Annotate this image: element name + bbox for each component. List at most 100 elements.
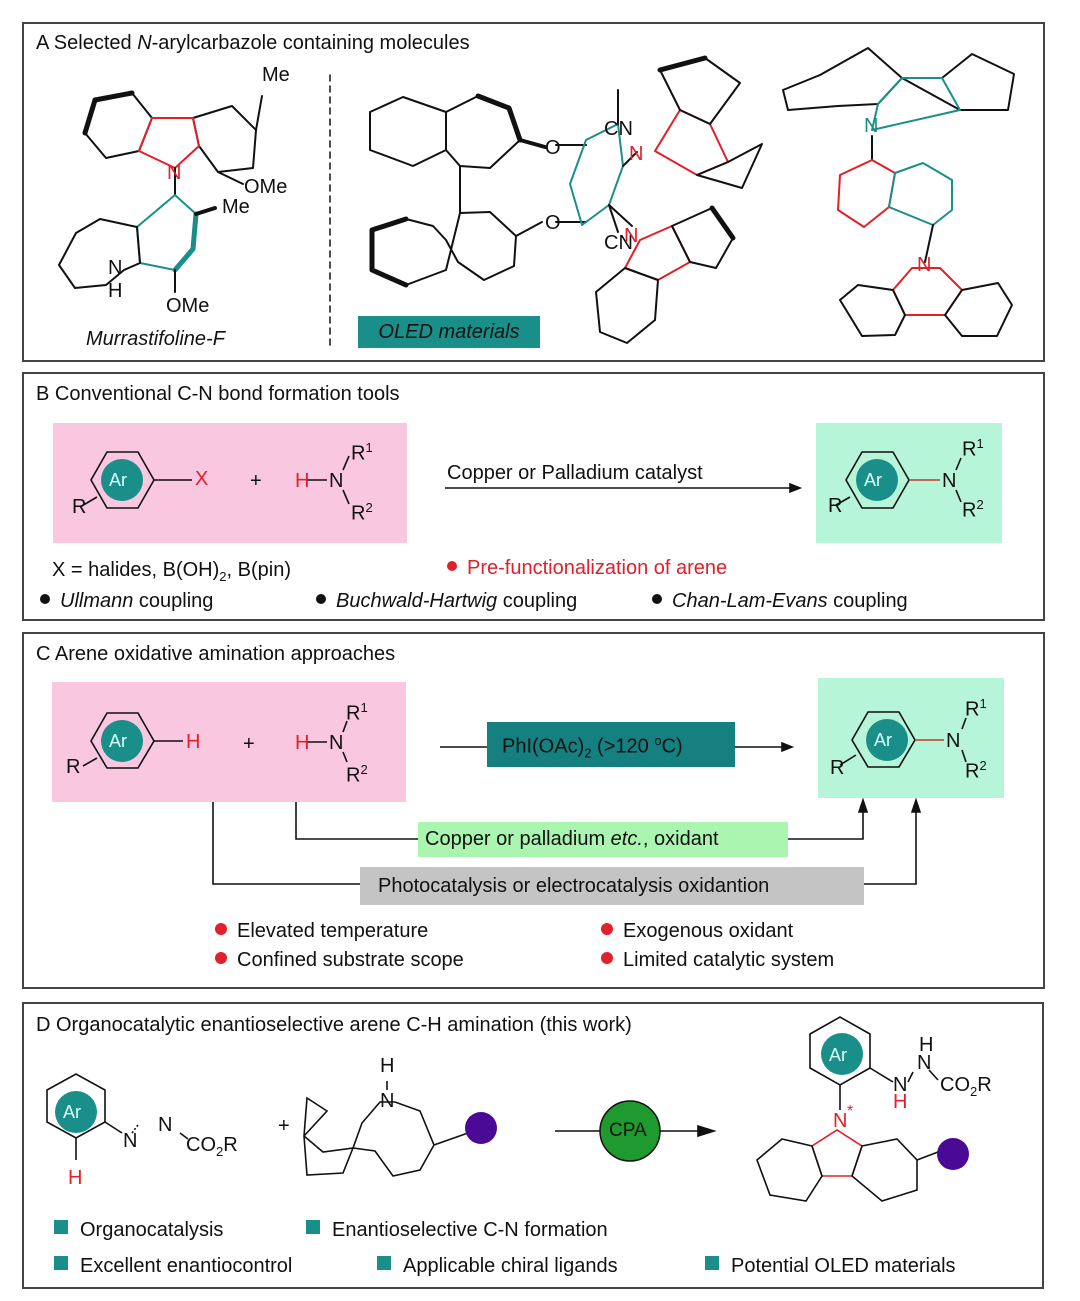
d-feature-organocatalysis: Organocatalysis (54, 1219, 223, 1242)
d-azo-ar-label: Ar (63, 1102, 81, 1122)
d-product-purple-dot (937, 1138, 969, 1170)
label-ome-bottom: OMe (166, 295, 210, 317)
b-amine-r2: R2 (351, 500, 373, 525)
d-azo-n1: N (123, 1130, 138, 1152)
black-bullet-icon (316, 593, 326, 604)
b-product-r2: R2 (962, 497, 984, 522)
c-product-box (818, 678, 1004, 798)
b-amine-n: N (329, 470, 344, 492)
b-product-r1: R1 (962, 436, 984, 461)
panel-d-title: D Organocatalytic enantioselective arene… (36, 1014, 632, 1036)
teal-square-bullet-icon (377, 1255, 391, 1270)
d-azo-h: H (68, 1167, 83, 1189)
c-product-ar-label: Ar (874, 730, 892, 750)
d-azo-co2r: CO2R (186, 1134, 238, 1159)
teal-square-bullet-icon (54, 1219, 68, 1234)
label-me-mid: Me (222, 196, 250, 218)
panel-b-title: B Conventional C-N bond formation tools (36, 383, 400, 405)
d-product-co2r: CO2R (940, 1074, 992, 1099)
b-plus: + (250, 470, 262, 492)
teal-square-bullet-icon (54, 1255, 68, 1270)
binol-n1: N (629, 143, 644, 165)
d-product-nh-n1: N (893, 1074, 908, 1096)
panel-a-title: A Selected N-arylcarbazole containing mo… (36, 32, 470, 54)
b-product-ar-label: Ar (864, 470, 882, 490)
c-amine-n: N (329, 732, 344, 754)
b-method-ullmann: Ullmann coupling (40, 590, 213, 613)
c-reagent-box (487, 722, 735, 767)
c-amine-r2: R2 (346, 762, 368, 787)
b-product-ar-circle (856, 459, 898, 501)
d-carbazole-n: N (380, 1090, 395, 1112)
panel-c (22, 632, 1045, 989)
panel-a (22, 22, 1045, 362)
d-product-nh-n2: N (917, 1052, 932, 1074)
c-drawback-2: Confined substrate scope (215, 949, 464, 972)
c-amine-r1: R1 (346, 700, 368, 725)
label-ome-right: OMe (244, 176, 288, 198)
c-drawback-4: Limited catalytic system (601, 949, 834, 972)
c-ar-label: Ar (109, 731, 127, 751)
black-bullet-icon (40, 593, 50, 604)
label-nh-h: H (108, 280, 123, 302)
oled-badge: OLED materials (358, 316, 540, 348)
binol-o2: O (545, 212, 561, 234)
murrastifoline-name: Murrastifoline-F (86, 328, 225, 350)
c-amine-h: H (295, 732, 310, 754)
b-amine-h: H (295, 470, 310, 492)
red-bullet-icon (215, 951, 227, 964)
d-azo-n2: N (158, 1114, 173, 1136)
panel-b (22, 372, 1045, 621)
binol-cn2: CN (604, 232, 633, 254)
c-product-r2: R2 (965, 758, 987, 783)
b-ar-circle (101, 459, 143, 501)
binol-n2: N (624, 225, 639, 247)
b-product-n: N (942, 470, 957, 492)
d-azo-ar-circle (55, 1091, 97, 1133)
red-bullet-icon (447, 560, 457, 571)
d-product-nh-h1: H (893, 1091, 908, 1113)
b-r-label: R (72, 496, 87, 518)
b-arrow-label: Copper or Palladium catalyst (447, 462, 703, 484)
d-plus: + (278, 1115, 290, 1137)
red-bullet-icon (601, 951, 613, 964)
b-method-buchwald: Buchwald-Hartwig coupling (316, 590, 577, 613)
naphthyl-biscarbazole-molecule (782, 47, 1015, 337)
d-purple-dot (465, 1112, 497, 1144)
red-bullet-icon (215, 922, 227, 935)
b-method-chanlam: Chan-Lam-Evans coupling (652, 590, 908, 613)
d-feature-enantioselective: Enantioselective C-N formation (306, 1219, 608, 1242)
binol-o1: O (545, 137, 561, 159)
c-reagent-main: PhI(OAc)2 (>120 oC) (502, 733, 683, 761)
label-me-top: Me (262, 64, 290, 86)
c-metal-box (418, 822, 788, 857)
c-drawback-1: Elevated temperature (215, 920, 428, 943)
c-product-r1: R1 (965, 696, 987, 721)
label-n-center: N (167, 162, 182, 184)
d-feature-oled: Potential OLED materials (705, 1255, 956, 1278)
b-drawback: Pre-functionalization of arene (447, 557, 727, 580)
d-carbazole-h: H (380, 1055, 395, 1077)
naph-n1: N (864, 115, 879, 137)
d-cpa-circle (599, 1100, 661, 1162)
murrastifoline-molecule (58, 90, 263, 293)
black-bullet-icon (652, 593, 662, 604)
c-h-label: H (186, 731, 201, 753)
b-arene-ring (90, 451, 155, 509)
d-product-n: N (833, 1110, 848, 1132)
panel-d (22, 1002, 1044, 1289)
c-reagent-metal: Copper or palladium etc., oxidant (425, 828, 719, 850)
d-product-ar-circle (821, 1033, 863, 1075)
c-plus: + (243, 733, 255, 755)
b-x-definition: X = halides, B(OH)2, B(pin) (52, 559, 291, 584)
d-feature-chiral-ligands: Applicable chiral ligands (377, 1255, 618, 1278)
binol-cn1: CN (604, 118, 633, 140)
d-product-nh-h2: H (919, 1034, 934, 1056)
b-ar-label: Ar (109, 470, 127, 490)
c-r-label: R (66, 756, 81, 778)
red-bullet-icon (601, 922, 613, 935)
b-product-ring (845, 451, 910, 509)
teal-square-bullet-icon (705, 1255, 719, 1270)
c-photo-box (360, 867, 864, 905)
